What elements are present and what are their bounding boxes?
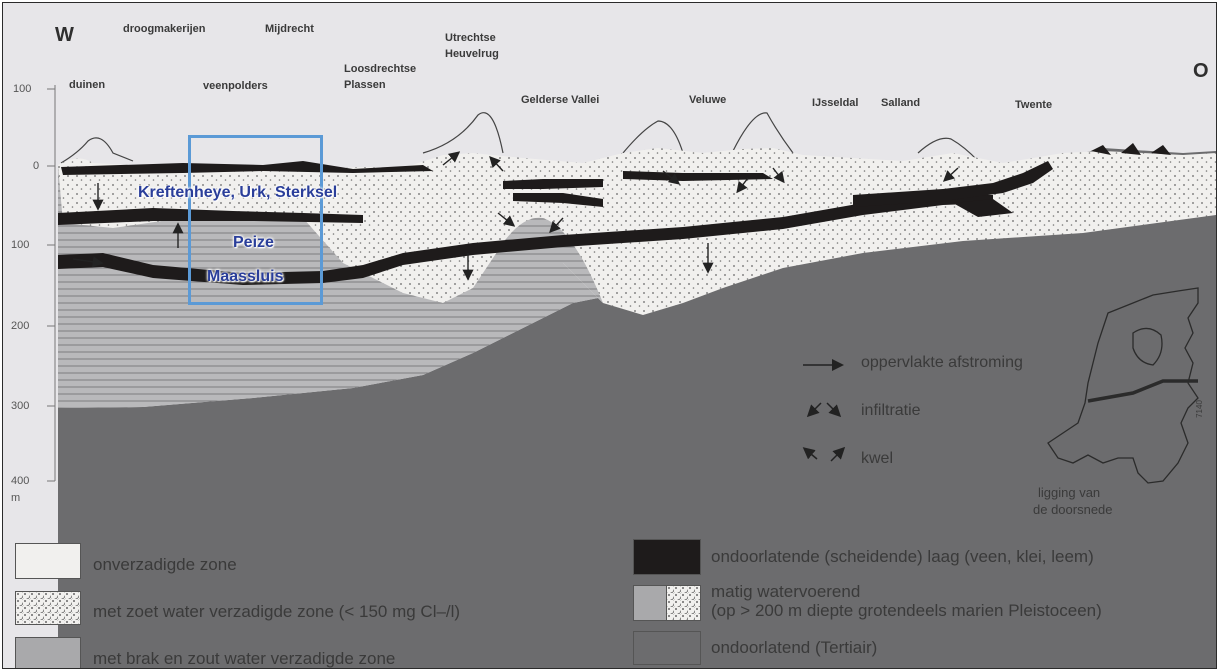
label-plassen: Plassen xyxy=(344,80,386,91)
map-code: 7140 xyxy=(1196,400,1204,418)
west-label: W xyxy=(55,25,74,45)
label-droogmakerijen: droogmakerijen xyxy=(123,24,206,35)
legend-moderate-line1: matig watervoerend xyxy=(711,583,860,600)
legend-swatch-tertiary xyxy=(633,631,701,665)
legend-unsaturated: onverzadigde zone xyxy=(93,556,237,573)
depth-tick: 0 xyxy=(33,161,39,172)
label-ijsseldal: IJsseldal xyxy=(812,98,858,109)
depth-tick: 100 xyxy=(11,240,29,251)
legend-tertiary: ondoorlatend (Tertiair) xyxy=(711,639,877,656)
depth-tick: 100 xyxy=(13,84,31,95)
formation-maassluis: Maassluis xyxy=(207,269,283,285)
legend-swatch-brackish xyxy=(15,637,81,669)
map-caption-line1: ligging van xyxy=(1038,486,1100,499)
formation-peize: Peize xyxy=(233,235,274,251)
formation-kreftenheye: Kreftenheye, Urk, Sterksel xyxy=(138,185,337,201)
label-veluwe: Veluwe xyxy=(689,95,726,106)
legend-moderate-line2: (op > 200 m diepte grotendeels marien Pl… xyxy=(711,602,1102,619)
map-caption-line2: de doorsnede xyxy=(1033,503,1113,516)
legend-fresh: met zoet water verzadigde zone (< 150 mg… xyxy=(93,603,460,620)
legend-swatch-moderate-brackish xyxy=(633,585,668,621)
legend-swatch-fresh xyxy=(15,591,81,625)
label-duinen: duinen xyxy=(69,80,105,91)
legend-swatch-moderate-fresh xyxy=(666,585,701,621)
label-heuvelrug: Heuvelrug xyxy=(445,49,499,60)
key-seepage: kwel xyxy=(861,451,893,467)
label-utrechtse: Utrechtse xyxy=(445,33,496,44)
legend-impermeable-layer: ondoorlatende (scheidende) laag (veen, k… xyxy=(711,548,1094,565)
key-surface-runoff: oppervlakte afstroming xyxy=(861,355,1023,371)
legend-swatch-impermeable-layer xyxy=(633,539,701,575)
depth-axis xyxy=(47,85,55,481)
twente-features xyxy=(1091,143,1171,155)
legend-brackish: met brak en zout water verzadigde zone xyxy=(93,650,395,667)
east-label: O xyxy=(1193,61,1209,81)
label-loosdrechtse: Loosdrechtse xyxy=(344,64,416,75)
label-veenpolders: veenpolders xyxy=(203,81,268,92)
label-mijdrecht: Mijdrecht xyxy=(265,24,314,35)
depth-unit: m xyxy=(11,493,20,504)
key-infiltration: infiltratie xyxy=(861,403,921,419)
depth-tick: 400 xyxy=(11,476,29,487)
label-salland: Salland xyxy=(881,98,920,109)
label-twente: Twente xyxy=(1015,100,1052,111)
legend-swatch-unsaturated xyxy=(15,543,81,579)
depth-tick: 200 xyxy=(11,321,29,332)
depth-tick: 300 xyxy=(11,401,29,412)
label-gelderse-vallei: Gelderse Vallei xyxy=(521,95,599,106)
